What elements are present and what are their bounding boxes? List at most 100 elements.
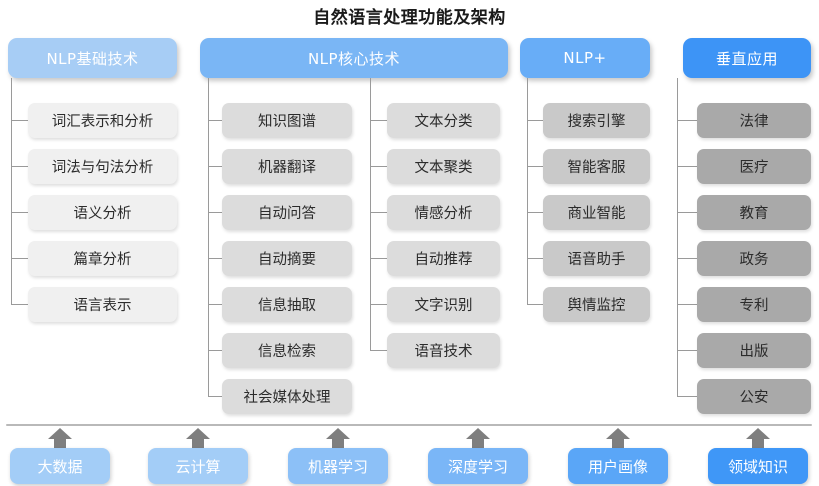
- foundation-item-label: 云计算: [175, 457, 221, 476]
- node-label: 法律: [739, 114, 769, 130]
- node-label: 语义分析: [73, 206, 132, 222]
- node-nlp-basics-1[interactable]: 词法与句法分析: [28, 149, 177, 184]
- column-header-nlp-basics[interactable]: NLP基础技术: [8, 38, 177, 78]
- node-label: 文字识别: [414, 298, 473, 314]
- node-nlp-core-a-4[interactable]: 信息抽取: [222, 287, 352, 322]
- node-label: 机器翻译: [258, 160, 316, 176]
- up-arrow-icon: [325, 427, 351, 451]
- tree-branch: [208, 396, 222, 397]
- node-vertical-apps-2[interactable]: 教育: [697, 195, 811, 230]
- tree-branch: [677, 258, 697, 259]
- column-header-label: NLP核心技术: [307, 49, 401, 68]
- node-vertical-apps-6[interactable]: 公安: [697, 379, 811, 414]
- foundation-item-1[interactable]: 云计算: [148, 448, 248, 484]
- node-label: 搜索引擎: [567, 114, 626, 130]
- column-header-nlp-core-a[interactable]: NLP核心技术: [200, 38, 508, 78]
- node-nlp-basics-3[interactable]: 篇章分析: [28, 241, 177, 276]
- node-nlp-core-a-1[interactable]: 机器翻译: [222, 149, 352, 184]
- node-nlp-plus-3[interactable]: 语音助手: [543, 241, 650, 276]
- foundation-item-3[interactable]: 深度学习: [428, 448, 528, 484]
- tree-branch: [370, 212, 387, 213]
- node-label: 政务: [739, 252, 769, 268]
- node-label: 语音技术: [414, 344, 473, 360]
- node-vertical-apps-1[interactable]: 医疗: [697, 149, 811, 184]
- node-nlp-core-b-2[interactable]: 情感分析: [387, 195, 500, 230]
- node-label: 出版: [739, 344, 769, 360]
- tree-branch: [677, 350, 697, 351]
- node-nlp-core-a-6[interactable]: 社会媒体处理: [222, 379, 352, 414]
- node-label: 商业智能: [567, 206, 626, 222]
- tree-branch: [527, 258, 543, 259]
- foundation-item-2[interactable]: 机器学习: [288, 448, 388, 484]
- tree-trunk-vertical-apps: [677, 78, 678, 396]
- node-nlp-core-b-4[interactable]: 文字识别: [387, 287, 500, 322]
- foundation-item-label: 领域知识: [727, 457, 788, 476]
- node-label: 自动推荐: [414, 252, 473, 268]
- column-header-nlp-plus[interactable]: NLP+: [520, 38, 650, 78]
- node-label: 篇章分析: [73, 252, 132, 268]
- node-nlp-basics-0[interactable]: 词汇表示和分析: [28, 103, 177, 138]
- up-arrow-icon: [47, 427, 73, 451]
- foundation-item-label: 大数据: [37, 457, 83, 476]
- node-nlp-plus-1[interactable]: 智能客服: [543, 149, 650, 184]
- node-label: 信息抽取: [258, 298, 316, 314]
- foundation-item-0[interactable]: 大数据: [10, 448, 110, 484]
- column-header-label: 垂直应用: [715, 49, 778, 68]
- tree-branch: [208, 350, 222, 351]
- tree-branch: [370, 166, 387, 167]
- node-nlp-plus-2[interactable]: 商业智能: [543, 195, 650, 230]
- node-label: 教育: [739, 206, 769, 222]
- node-nlp-core-b-0[interactable]: 文本分类: [387, 103, 500, 138]
- page-title: 自然语言处理功能及架构: [313, 8, 506, 28]
- node-nlp-plus-4[interactable]: 舆情监控: [543, 287, 650, 322]
- node-label: 情感分析: [414, 206, 473, 222]
- node-label: 词法与句法分析: [51, 160, 154, 176]
- node-nlp-core-b-5[interactable]: 语音技术: [387, 333, 500, 368]
- tree-branch: [11, 212, 28, 213]
- node-label: 文本分类: [414, 114, 473, 130]
- foundation-baseline: [6, 424, 812, 426]
- tree-branch: [677, 304, 697, 305]
- tree-branch: [370, 304, 387, 305]
- node-label: 知识图谱: [258, 114, 316, 130]
- node-nlp-core-b-1[interactable]: 文本聚类: [387, 149, 500, 184]
- tree-branch: [208, 212, 222, 213]
- up-arrow-icon: [605, 427, 631, 451]
- node-nlp-basics-2[interactable]: 语义分析: [28, 195, 177, 230]
- tree-trunk-nlp-plus: [527, 78, 528, 304]
- tree-branch: [677, 396, 697, 397]
- node-nlp-core-a-0[interactable]: 知识图谱: [222, 103, 352, 138]
- node-label: 信息检索: [258, 344, 316, 360]
- node-nlp-plus-0[interactable]: 搜索引擎: [543, 103, 650, 138]
- node-nlp-core-b-3[interactable]: 自动推荐: [387, 241, 500, 276]
- foundation-item-label: 深度学习: [447, 457, 508, 476]
- node-vertical-apps-0[interactable]: 法律: [697, 103, 811, 138]
- node-nlp-basics-4[interactable]: 语言表示: [28, 287, 177, 322]
- column-header-vertical-apps[interactable]: 垂直应用: [683, 38, 811, 78]
- up-arrow-icon: [465, 427, 491, 451]
- node-label: 社会媒体处理: [243, 390, 331, 406]
- foundation-item-5[interactable]: 领域知识: [708, 448, 808, 484]
- column-header-label: NLP基础技术: [46, 49, 139, 68]
- tree-branch: [370, 350, 387, 351]
- tree-branch: [677, 120, 697, 121]
- node-label: 舆情监控: [567, 298, 626, 314]
- tree-branch: [370, 120, 387, 121]
- node-nlp-core-a-5[interactable]: 信息检索: [222, 333, 352, 368]
- node-vertical-apps-4[interactable]: 专利: [697, 287, 811, 322]
- node-vertical-apps-3[interactable]: 政务: [697, 241, 811, 276]
- node-nlp-core-a-2[interactable]: 自动问答: [222, 195, 352, 230]
- tree-branch: [527, 212, 543, 213]
- node-label: 自动问答: [258, 206, 316, 222]
- tree-trunk-nlp-basics: [11, 78, 12, 304]
- node-label: 公安: [739, 390, 769, 406]
- tree-trunk-nlp-core-a: [208, 78, 209, 396]
- node-label: 智能客服: [567, 160, 626, 176]
- node-nlp-core-a-3[interactable]: 自动摘要: [222, 241, 352, 276]
- tree-branch: [208, 120, 222, 121]
- node-label: 语音助手: [567, 252, 626, 268]
- node-vertical-apps-5[interactable]: 出版: [697, 333, 811, 368]
- foundation-item-4[interactable]: 用户画像: [568, 448, 668, 484]
- up-arrow-icon: [185, 427, 211, 451]
